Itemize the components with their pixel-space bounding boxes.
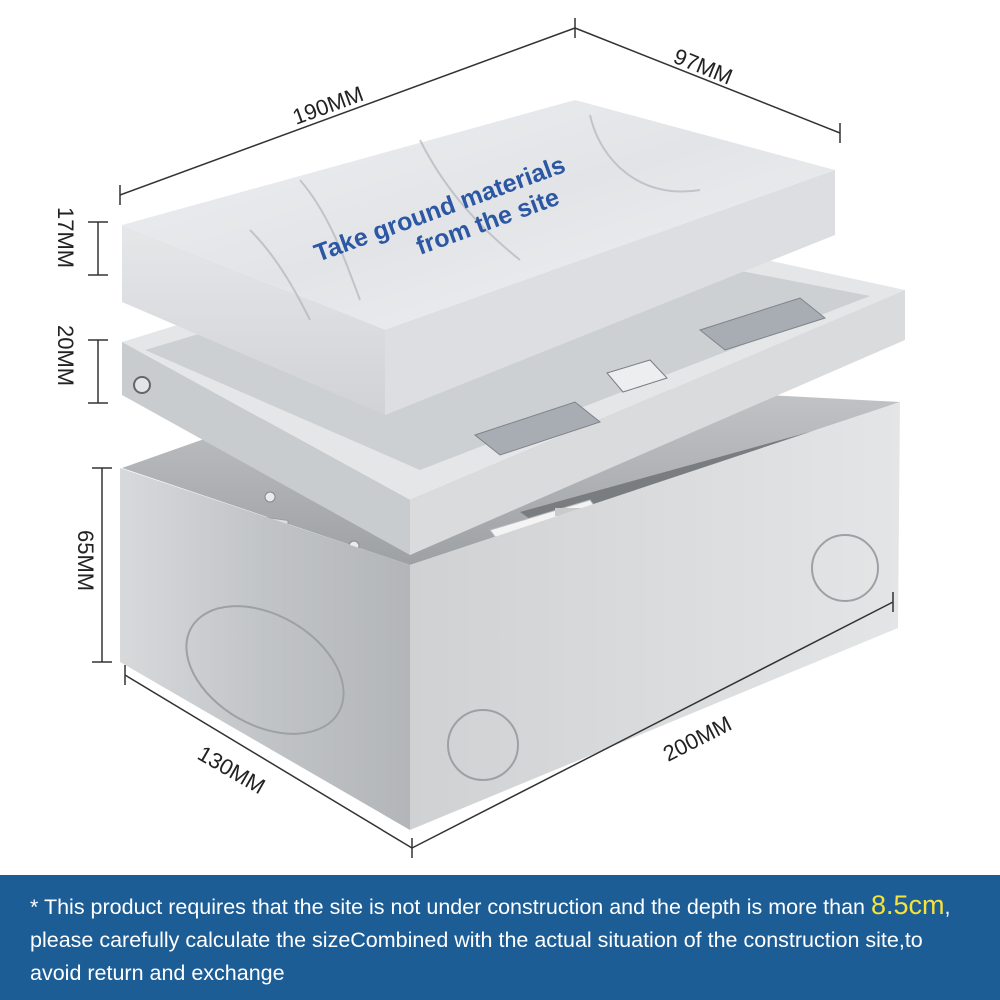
- marble-vein: [249, 114, 701, 321]
- marble-lid: Take ground materials from the site: [122, 100, 835, 415]
- dim-lid-length: 190MM: [289, 81, 366, 130]
- dimension-lines: [88, 18, 894, 858]
- frame-screw: [133, 376, 151, 394]
- notice-text-part2: , please carefully calculate the sizeCom…: [30, 895, 951, 985]
- notice-text-part1: * This product requires that the site is…: [30, 895, 866, 919]
- knockout-round: [811, 534, 879, 602]
- box-side-face: [410, 402, 900, 830]
- knockout-oval: [185, 605, 345, 735]
- dim-lid-width: 97MM: [670, 43, 736, 89]
- lid-side-edge: [385, 170, 835, 415]
- lid-top: [122, 100, 835, 330]
- dim-box-height: 65MM: [73, 530, 98, 591]
- dim-lid-thickness: 17MM: [53, 207, 78, 268]
- lid-front-edge: [122, 225, 385, 415]
- dim-box-width: 130MM: [194, 741, 270, 799]
- notice-banner: * This product requires that the site is…: [0, 875, 1000, 1000]
- socket-cover-right: [698, 297, 827, 351]
- dim-frame-height: 20MM: [53, 325, 78, 386]
- frame-side-face: [410, 290, 905, 555]
- notice-highlight-depth: 8.5cm: [871, 890, 945, 920]
- knockout-round: [447, 709, 519, 781]
- box-front-face: [120, 468, 410, 830]
- cable-hatch: [606, 359, 668, 393]
- socket-cover-left: [473, 401, 602, 456]
- frame-front-face: [122, 342, 410, 555]
- screw: [264, 491, 276, 503]
